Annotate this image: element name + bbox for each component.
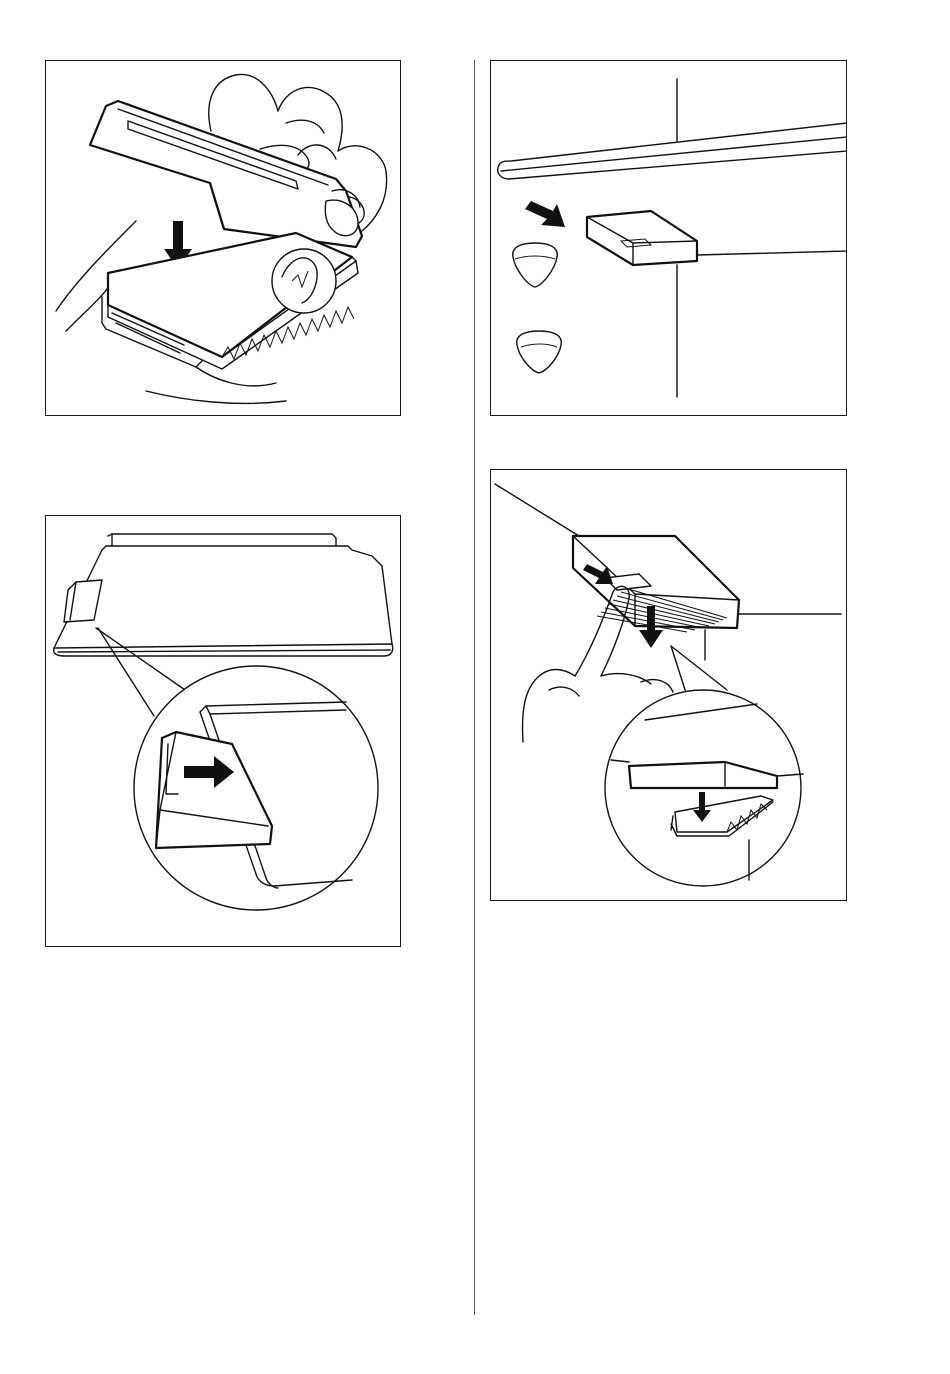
- figure-housing-under-shelf: [490, 60, 847, 416]
- hands-inserting-filter-icon: [46, 61, 401, 416]
- finger-press-release-icon: [491, 470, 847, 901]
- figure-insert-filter: [45, 60, 401, 416]
- column-divider: [474, 60, 475, 1315]
- housing-clip-slide-icon: [46, 516, 401, 947]
- filter-housing-mounted-icon: [491, 61, 847, 416]
- figure-press-release-filter: [490, 469, 847, 901]
- figure-housing-clip-detail: [45, 515, 401, 947]
